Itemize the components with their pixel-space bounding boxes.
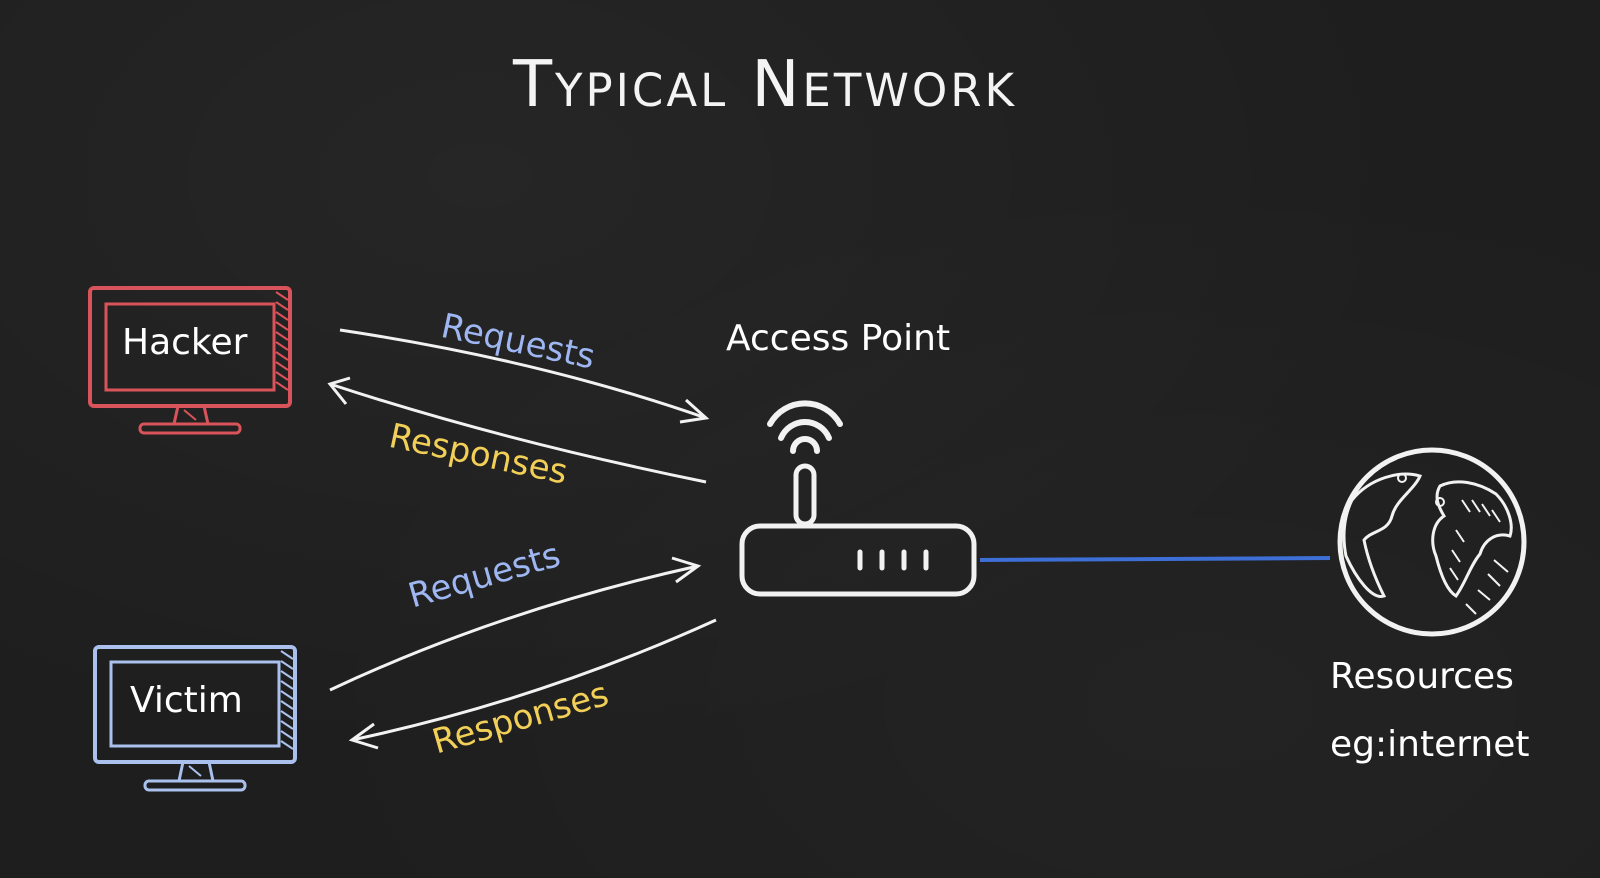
router-icon [739, 400, 977, 597]
resources-sublabel: eg:internet [1330, 724, 1530, 765]
hacker-responses-arrow [327, 376, 707, 484]
hacker-label: Hacker [122, 322, 248, 363]
victim-monitor-icon [93, 645, 297, 792]
diagram-title: Typical Network [512, 48, 1018, 122]
hacker-requests-arrow [339, 328, 710, 424]
internet-link-line [979, 556, 1331, 562]
hacker-monitor-icon [88, 286, 292, 435]
victim-responses-arrow [348, 618, 717, 750]
victim-label: Victim [130, 680, 243, 721]
access-point-label: Access Point [726, 318, 951, 359]
globe-icon [1337, 447, 1527, 637]
victim-requests-arrow [329, 556, 702, 692]
resources-label: Resources [1330, 656, 1514, 697]
